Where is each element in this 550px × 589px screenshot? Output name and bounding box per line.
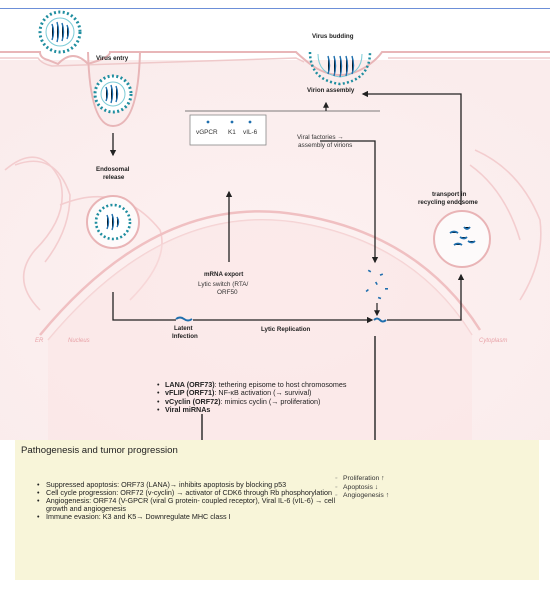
panel-title: Pathogenesis and tumor progression xyxy=(21,445,178,456)
latent-gene-mirnas: Viral miRNAs xyxy=(157,406,372,416)
label-nucleus: Nucleus xyxy=(68,338,90,344)
plasma-membrane xyxy=(0,51,550,76)
glycoprotein-markers xyxy=(206,120,252,124)
mechanism-list: Suppressed apoptosis: ORF73 (LANA)→ inhi… xyxy=(37,480,337,522)
label-viral-factories: Viral factories → xyxy=(297,134,344,141)
latent-gene-vflip: vFLIP (ORF71): NF-κB activation (→ survi… xyxy=(157,389,372,399)
mechanism-item: Angiogenesis: ORF74 (V-GPCR (viral G pro… xyxy=(37,497,337,513)
glycoprotein-k1: K1 xyxy=(228,129,236,136)
latent-gene-list: LANA (ORF73): tethering episome to host … xyxy=(157,380,372,416)
viral-factory-fragments xyxy=(365,269,388,300)
mechanism-item: Immune evasion: K3 and K5→ Downregulate … xyxy=(37,513,337,522)
latent-gene-vcyclin: vCyclin (ORF72): mimics cyclin (→ prolif… xyxy=(157,397,372,407)
label-transport-recycling-2: recycling endosome xyxy=(418,199,478,206)
outcome-item: Apoptosis ↓ xyxy=(335,484,389,493)
label-lytic-switch-2: ORF50 xyxy=(217,289,238,296)
glycoprotein-vil6: vIL-6 xyxy=(243,129,258,136)
label-virus-entry: Virus entry xyxy=(96,55,129,62)
label-endosomal-release-2: release xyxy=(103,174,125,181)
nucleus xyxy=(39,210,482,336)
label-lytic-switch: Lytic switch (RTA/ xyxy=(198,281,249,288)
lytic-episome xyxy=(373,317,387,323)
label-endosomal-release: Endosomal xyxy=(96,166,130,173)
nucleus-inner-membrane xyxy=(47,219,473,341)
label-cytoplasm: Cytoplasm xyxy=(479,338,508,344)
endosome-virion xyxy=(86,195,140,249)
mechanism-item: Suppressed apoptosis: ORF73 (LANA)→ inhi… xyxy=(37,480,337,489)
label-er: ER xyxy=(35,338,44,344)
recycling-endosome xyxy=(433,210,491,268)
label-virion-assembly: Virion assembly xyxy=(307,87,355,94)
pathogenesis-panel: Pathogenesis and tumor progression Suppr… xyxy=(15,440,539,580)
label-virus-budding: Virus budding xyxy=(312,33,354,40)
label-lytic-replication: Lytic Replication xyxy=(261,326,311,333)
virion-entry-top xyxy=(38,10,82,54)
latent-episome xyxy=(175,316,193,322)
virion-entering xyxy=(93,74,133,114)
outcome-item: Angiogenesis ↑ xyxy=(335,492,389,501)
top-rule xyxy=(0,8,550,9)
latent-gene-lana: LANA (ORF73): tethering episome to host … xyxy=(157,380,372,390)
label-mrna-export: mRNA export xyxy=(204,271,244,278)
label-transport-recycling: transport in xyxy=(432,191,467,198)
label-latent-infection-2: Infection xyxy=(172,333,198,340)
outcome-list: Proliferation ↑ Apoptosis ↓ Angiogenesis… xyxy=(335,475,389,501)
label-latent-infection: Latent xyxy=(174,325,193,332)
label-viral-factories-2: assembly of virions xyxy=(298,142,353,149)
mechanism-item: Cell cycle progression: ORF72 (v-cyclin)… xyxy=(37,488,337,497)
plasma-membrane-inner xyxy=(0,57,550,67)
entry-membrane-pit xyxy=(87,51,141,128)
glycoprotein-box xyxy=(189,114,267,146)
virion-budding xyxy=(308,51,372,86)
outcome-item: Proliferation ↑ xyxy=(335,475,389,484)
glycoprotein-vgpcr: vGPCR xyxy=(196,129,218,136)
endoplasmic-reticulum xyxy=(4,149,542,311)
